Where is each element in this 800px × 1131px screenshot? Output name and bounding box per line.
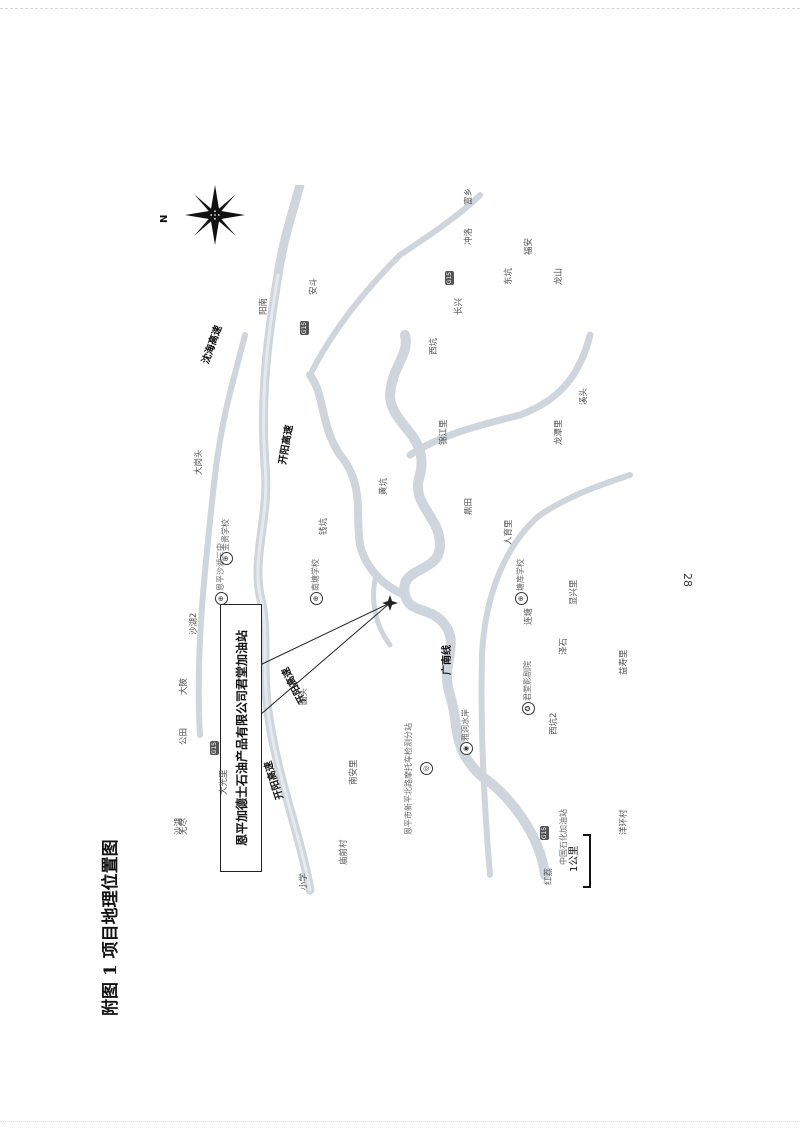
place-label: 西坑2: [549, 712, 559, 735]
residence-icon: ◉: [460, 742, 473, 755]
place-label: 冲洛: [464, 227, 474, 245]
place-label: 无尽: [179, 817, 189, 835]
route-shield: G15: [300, 321, 309, 335]
callout-pointer-2: [259, 602, 391, 666]
scale-bar: 1公里: [565, 830, 595, 890]
place-label: 黄坑: [379, 477, 389, 495]
place-label: 安斗: [309, 277, 319, 295]
place-label: 连塘: [524, 607, 534, 625]
school-icon: ⊕: [515, 592, 528, 605]
place-label: 大陂: [179, 677, 189, 695]
place-label: 长兴: [454, 297, 464, 315]
place-label: 阳南: [259, 297, 269, 315]
theater-icon: ✪: [522, 702, 535, 715]
poi-label: 南塘学校: [311, 559, 320, 591]
place-label: 锦江里: [439, 419, 449, 445]
road-network: [195, 185, 633, 895]
place-label: 龙潭里: [554, 419, 564, 445]
place-label: 人育里: [504, 519, 514, 545]
poi-label: 恩平沙湖三中: [216, 543, 225, 591]
school-icon: ⊕: [310, 592, 323, 605]
place-label: 庙前村: [339, 839, 349, 865]
place-label: 洋环村: [619, 809, 629, 835]
compass-icon: [185, 185, 245, 245]
callout-pointer-1: [259, 602, 391, 716]
school-icon: ⊕: [215, 592, 228, 605]
place-label: 益寿里: [619, 649, 629, 675]
place-label: 显兴里: [569, 579, 579, 605]
route-shield: G15: [210, 741, 219, 755]
place-label: 圆头: [299, 687, 309, 705]
poi-label: 君堂影剧院: [523, 661, 532, 701]
north-arrow: [180, 185, 250, 250]
gas-station-icon: G15: [540, 826, 549, 840]
place-label: 泽石: [559, 637, 569, 655]
place-label: 大岗头: [194, 449, 204, 475]
top-scan-line: [0, 8, 800, 10]
place-label: 鼎田: [464, 497, 474, 515]
place-label: 红荔: [544, 867, 554, 885]
place-label: 大光里: [219, 769, 229, 795]
place-label: 福安: [524, 237, 534, 255]
project-callout: 恩平加德士石油产品有限公司君堂加油站: [220, 604, 262, 872]
highway-label: 广南线: [442, 645, 453, 675]
poi-label: 中国石化加油站: [559, 809, 568, 865]
road-local-5: [371, 572, 393, 648]
place-label: 公田: [179, 727, 189, 745]
place-label: 溪头: [579, 387, 589, 405]
road-shenhai: [195, 332, 248, 738]
poi-label: 雅洞水岸: [461, 709, 470, 741]
place-label: 西坑: [429, 337, 439, 355]
compass-label: N: [160, 214, 170, 223]
place-label: 东坑: [504, 267, 514, 285]
page-title: 附图 1 项目地理位置图: [101, 839, 121, 1016]
page-number: 28: [681, 573, 694, 587]
poi-label: 恩平市新平北路摩托车检测分站: [404, 723, 413, 835]
route-shield: G15: [445, 271, 454, 285]
station-icon: ◎: [420, 762, 433, 775]
map-frame: 恩平加德士石油产品有限公司君堂加油站 N 1公里 开阳高速 开阳高速 开阳高速 …: [160, 185, 640, 895]
place-label: 钱坑: [319, 517, 329, 535]
poi-label: 塘库学校: [516, 559, 525, 591]
road-local-4: [307, 192, 483, 378]
bottom-scan-line: [0, 1121, 800, 1123]
road-highlight: [256, 273, 312, 892]
place-label: 富乡: [464, 187, 474, 205]
place-label: 龙山: [554, 267, 564, 285]
road-local-2: [406, 331, 594, 459]
road-local-1: [306, 371, 409, 599]
place-label: 沙湖2: [189, 612, 199, 635]
place-label: 小学: [299, 872, 309, 890]
road-local-3: [478, 472, 633, 878]
map-canvas[interactable]: 恩平加德士石油产品有限公司君堂加油站 N 1公里 开阳高速 开阳高速 开阳高速 …: [160, 185, 640, 895]
scale-line: [583, 834, 591, 888]
project-location-marker: [382, 595, 398, 611]
place-label: 南安里: [349, 759, 359, 785]
